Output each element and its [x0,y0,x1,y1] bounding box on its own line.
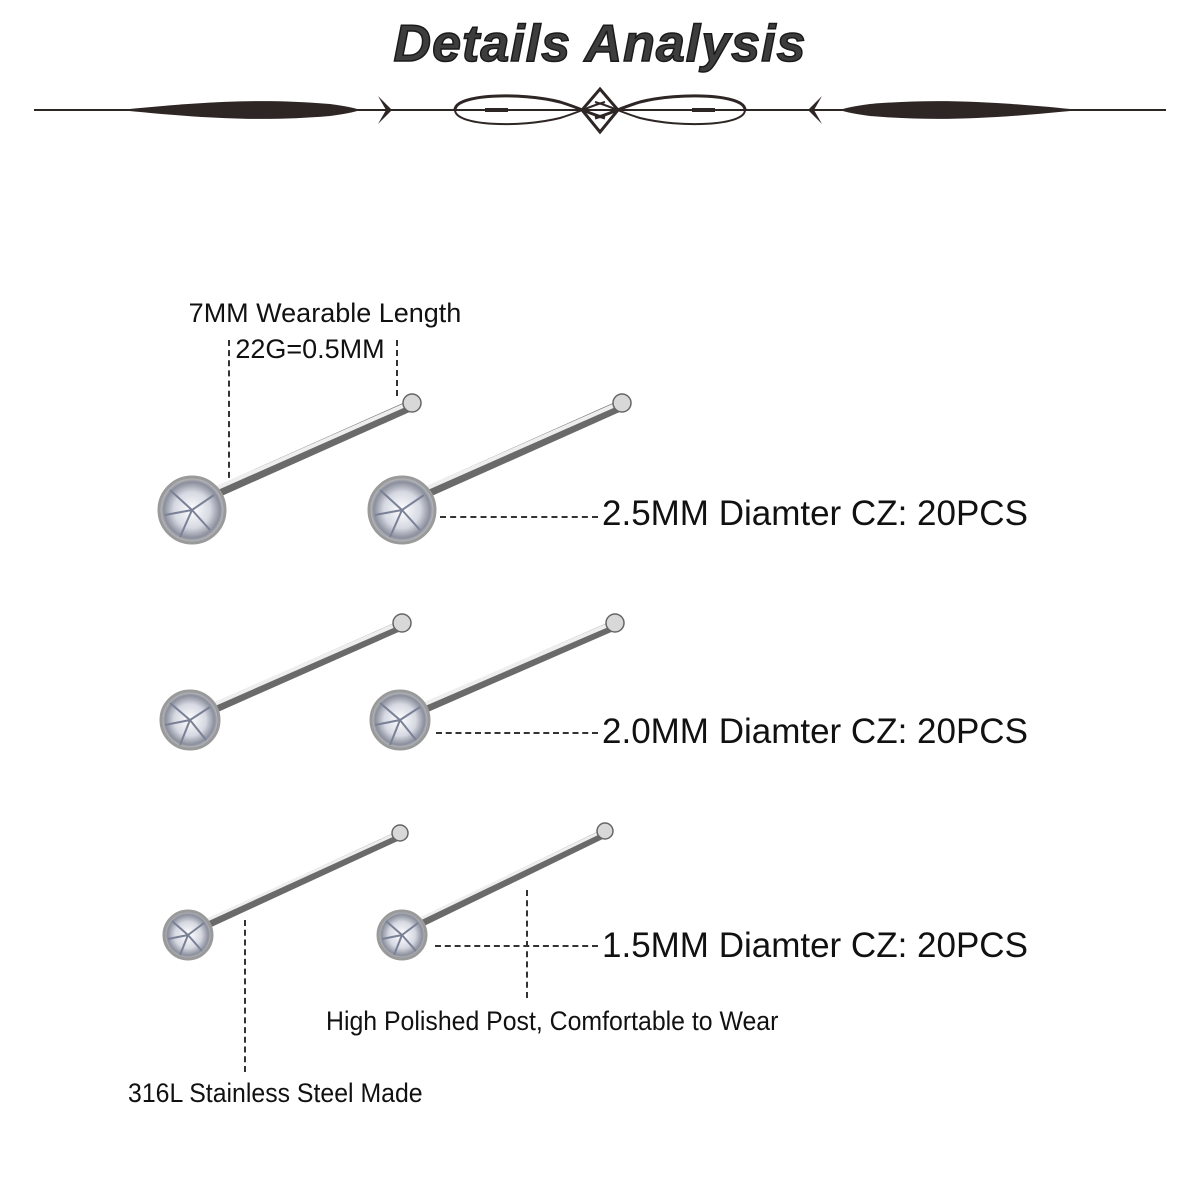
length-guide-left [228,340,230,488]
material-label: 316L Stainless Steel Made [128,1078,423,1108]
material-guide [244,920,246,1072]
page-title: Details Analysis [393,14,807,74]
nose-stud-row1-right [367,393,632,545]
nose-stud-row1-left [157,393,422,545]
post-finish-label: High Polished Post, Comfortable to Wear [326,1006,779,1036]
wearable-length-label: 7MM Wearable Length [188,298,462,328]
ornamental-divider-icon [34,86,1166,135]
nose-stud-row2-right [369,613,625,751]
gauge-label: 22G=0.5MM [235,334,385,364]
nose-stud-row2-left [159,613,412,751]
spec-label-2-5mm: 2.5MM Diamter CZ: 20PCS [602,494,1028,533]
nose-stud-row3-right [376,822,614,961]
length-guide-right [396,340,398,396]
spec-label-2-0mm: 2.0MM Diamter CZ: 20PCS [602,712,1028,751]
spec-leader-row3 [435,945,598,947]
post-finish-guide [526,890,528,998]
nose-stud-row3-left [162,824,409,961]
spec-label-1-5mm: 1.5MM Diamter CZ: 20PCS [602,926,1028,965]
spec-leader-row1 [440,516,598,518]
spec-leader-row2 [436,732,598,734]
